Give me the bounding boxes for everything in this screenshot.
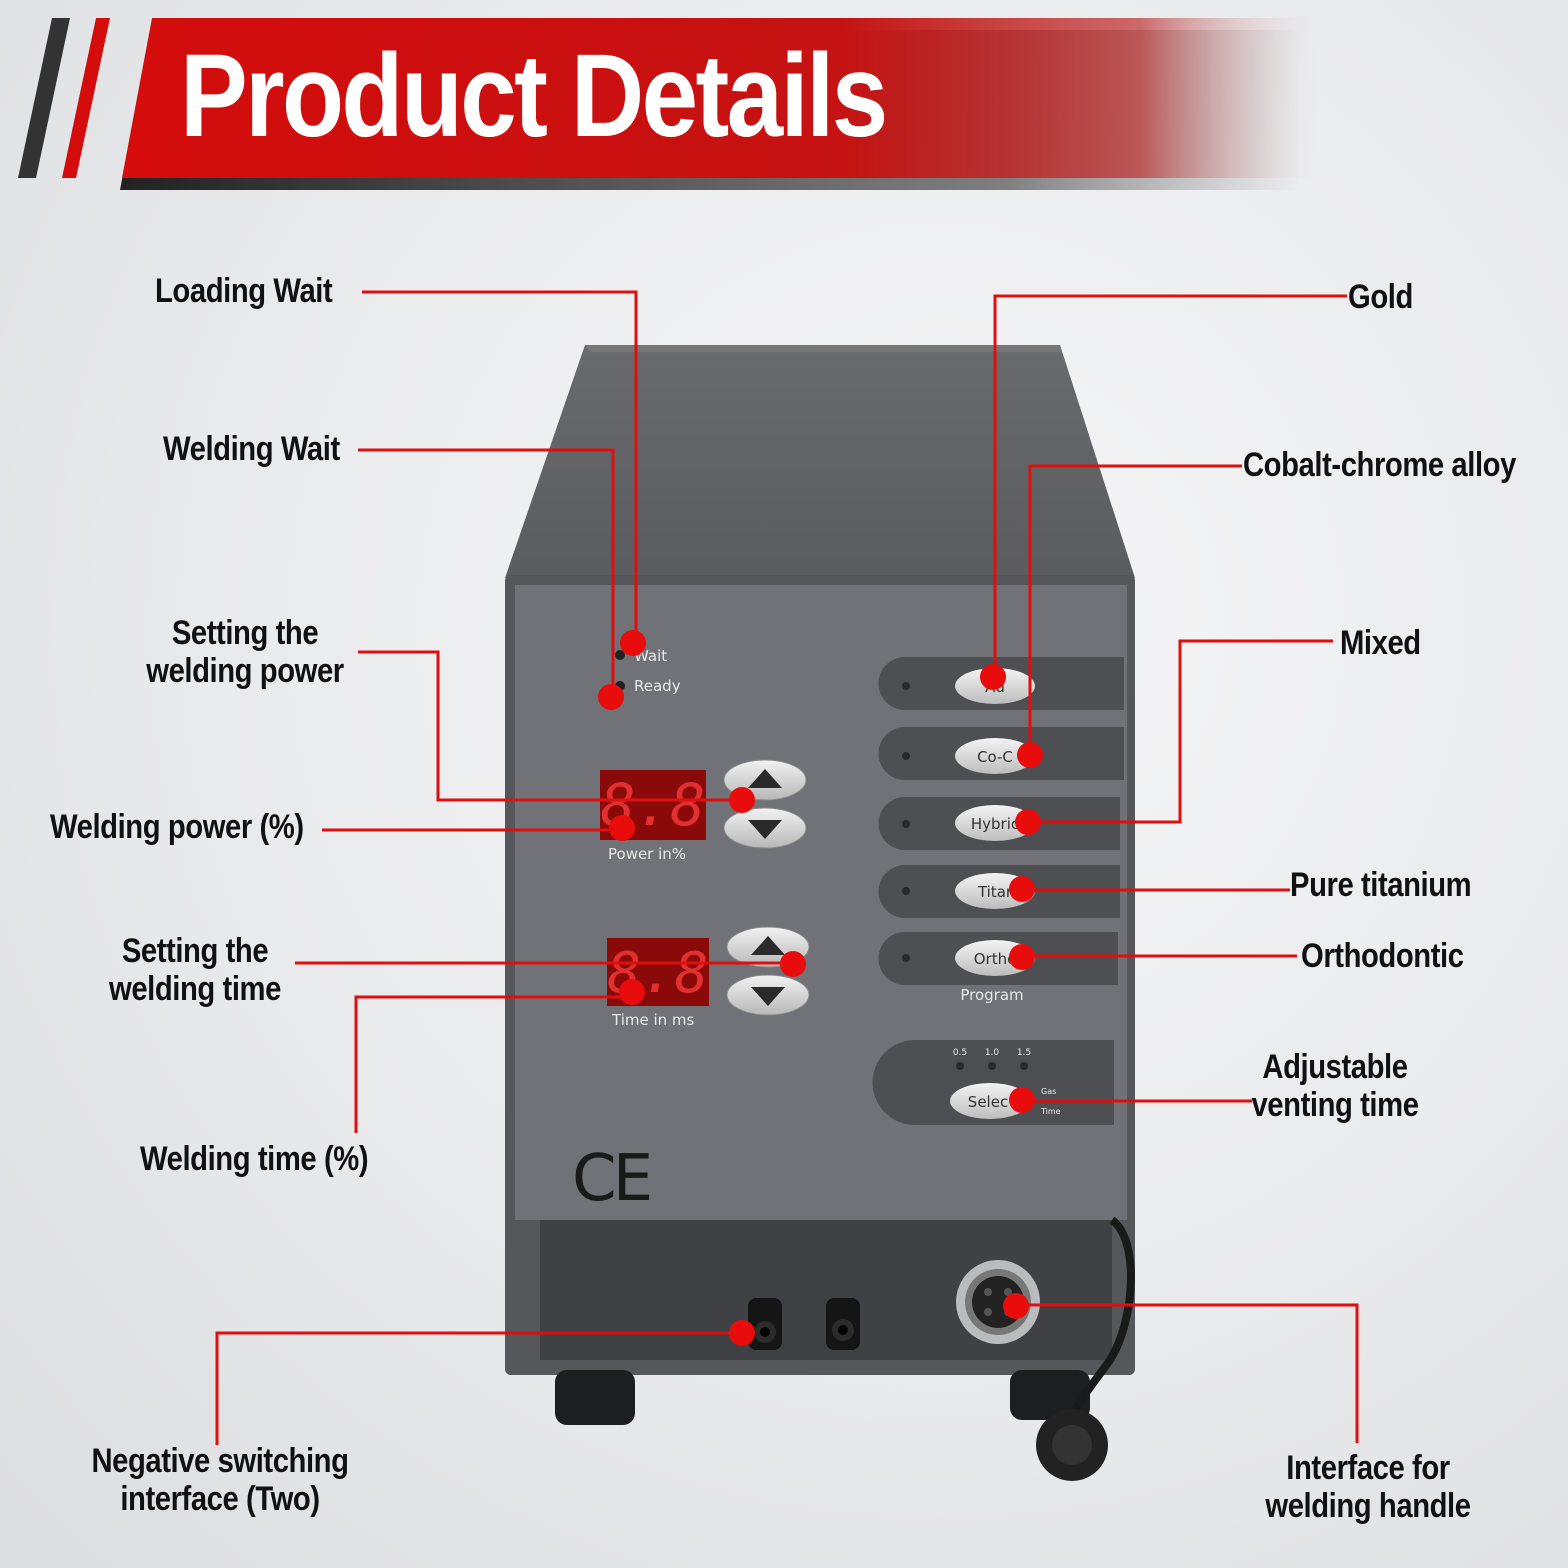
- line-negative-interface: [215, 1331, 742, 1445]
- line-mixed: [1028, 639, 1333, 824]
- negative-sockets: [748, 1298, 860, 1350]
- header-banner: [18, 18, 1320, 190]
- wait-led: [615, 650, 625, 660]
- label-titanium: Pure titanium: [1290, 866, 1472, 904]
- callout-dot: [1017, 742, 1043, 768]
- callout-dot: [1009, 944, 1035, 970]
- label-welding-handle: Interface for welding handle: [1239, 1449, 1497, 1525]
- line-welding-wait: [358, 448, 615, 697]
- arrow-up-icon: [748, 769, 782, 788]
- label-negative-interface: Negative switching interface (Two): [65, 1442, 375, 1518]
- callout-dot: [980, 664, 1006, 690]
- banner-background: [122, 18, 1320, 178]
- ortho-program-label: Ortho: [974, 950, 1017, 968]
- callout-lines: [215, 290, 1359, 1445]
- arrow-down-icon: [751, 987, 785, 1006]
- banner-stripe-red: [62, 18, 110, 178]
- label-negative-line2: interface (Two): [120, 1480, 320, 1518]
- line-setting-power: [358, 650, 742, 802]
- callout-dots: [598, 630, 1043, 1346]
- label-orthodontic: Orthodontic: [1301, 937, 1464, 975]
- label-setting-time-line1: Setting the: [121, 932, 269, 970]
- line-loading-wait: [362, 290, 638, 643]
- page-title: Product Details: [180, 30, 886, 162]
- gas-strip: [872, 1040, 1114, 1125]
- label-handle-line2: welding handle: [1265, 1487, 1471, 1525]
- gas-level-label: 1.5: [1017, 1048, 1031, 1058]
- label-setting-power: Setting the welding power: [112, 614, 379, 690]
- device-foot-left: [555, 1370, 635, 1425]
- label-negative-line1: Negative switching: [91, 1442, 349, 1480]
- callout-dot: [619, 979, 645, 1005]
- callout-dot: [1015, 809, 1041, 835]
- label-welding-power: Welding power (%): [50, 808, 304, 846]
- select-gas-button[interactable]: [950, 1083, 1030, 1119]
- label-venting-time: Adjustable venting time: [1206, 1048, 1464, 1124]
- program-selector: Au Co-C Hybric Titar Ortho Program: [878, 657, 1124, 1004]
- callout-dot: [620, 630, 646, 656]
- callout-dot: [598, 684, 624, 710]
- label-venting-line2: venting time: [1251, 1086, 1419, 1124]
- time-label: Time in ms: [611, 1011, 695, 1029]
- callout-dot: [1009, 876, 1035, 902]
- callout-dot: [729, 787, 755, 813]
- gas-level-led: [956, 1062, 964, 1070]
- arrow-down-icon: [748, 820, 782, 839]
- callout-dot: [1003, 1293, 1029, 1319]
- line-welding-time: [354, 995, 632, 1133]
- device-top: [505, 345, 1135, 578]
- label-welding-time: Welding time (%): [140, 1140, 369, 1178]
- gas-level-label: 1.0: [985, 1048, 1000, 1058]
- cobalt-program-label: Co-C: [977, 748, 1013, 766]
- callout-dot: [780, 951, 806, 977]
- program-label: Program: [960, 986, 1023, 1004]
- ready-indicator-label: Ready: [634, 677, 681, 695]
- label-setting-time: Setting the welding time: [62, 932, 329, 1008]
- label-cobalt: Cobalt-chrome alloy: [1243, 446, 1516, 484]
- line-gold: [993, 294, 1347, 677]
- select-gas-label: Selec: [968, 1093, 1008, 1111]
- callout-dot: [609, 815, 635, 841]
- callout-dot: [729, 1320, 755, 1346]
- line-handle: [1016, 1303, 1359, 1443]
- label-venting-line1: Adjustable: [1262, 1048, 1408, 1086]
- banner-stripe-dark: [18, 18, 70, 178]
- gas-level-label: 0.5: [953, 1048, 967, 1058]
- label-gold: Gold: [1348, 278, 1413, 316]
- gas-level-led: [1020, 1062, 1028, 1070]
- titanium-program-label: Titar: [977, 883, 1013, 901]
- power-label: Power in%: [608, 845, 686, 863]
- label-setting-time-line2: welding time: [109, 970, 281, 1008]
- gas-time-selector: 0.5 1.0 1.5 Selec Gas Time: [872, 1040, 1114, 1125]
- arrow-up-icon: [751, 936, 785, 955]
- welder-device: Wait Ready 8.8 Power in% 8.8 Time in ms: [505, 345, 1135, 1481]
- callout-dot: [1009, 1087, 1035, 1113]
- gas-label: Gas: [1041, 1087, 1056, 1096]
- label-setting-power-line1: Setting the: [171, 614, 319, 652]
- gas-level-led: [988, 1062, 996, 1070]
- label-handle-line1: Interface for: [1286, 1449, 1450, 1487]
- hybrid-program-button[interactable]: [955, 805, 1035, 841]
- label-mixed: Mixed: [1340, 624, 1421, 662]
- ce-mark: CE: [572, 1142, 650, 1216]
- line-cobalt: [1028, 464, 1242, 755]
- cobalt-program-button[interactable]: [955, 738, 1035, 774]
- hybrid-program-label: Hybric: [971, 815, 1019, 833]
- device-foot-right: [1010, 1370, 1090, 1420]
- gas-time-label: Time: [1040, 1107, 1061, 1116]
- label-setting-power-line2: welding power: [146, 652, 344, 690]
- label-loading-wait: Loading Wait: [155, 272, 333, 310]
- label-welding-wait: Welding Wait: [163, 430, 340, 468]
